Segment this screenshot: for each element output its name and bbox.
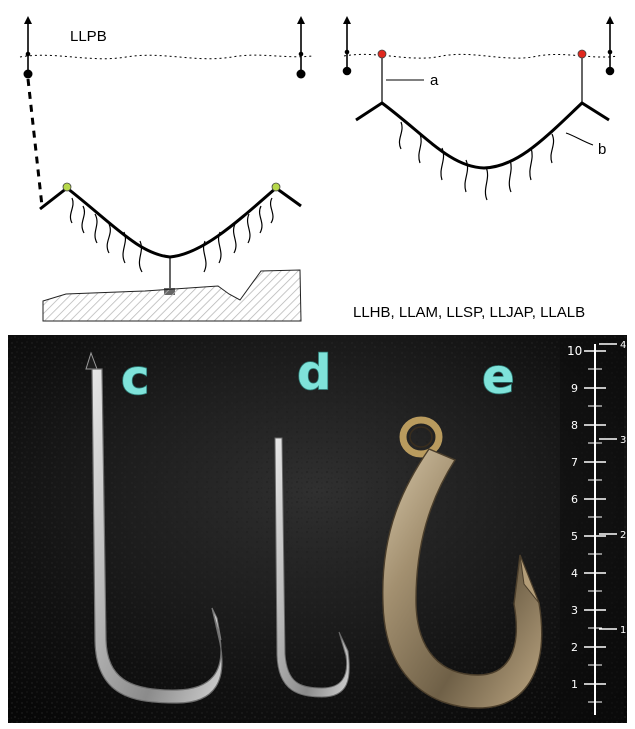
hook-label-d: d [297,345,331,401]
ruler-label-2: 2 [571,641,578,654]
float-node-icon [608,50,613,55]
float-buoy-icon [297,70,306,79]
ruler-band [560,338,624,720]
ruler-label-3: 3 [571,604,578,617]
hook-label-e: e [482,349,515,405]
ruler-inch-label-2: 2 [620,530,626,541]
ruler-label-7: 7 [571,456,578,469]
float-buoy-icon [606,67,615,76]
ruler-label-4: 4 [571,567,578,580]
ruler-inch-label-1: 1 [620,625,626,636]
label-a: a [430,72,439,89]
red-node-right [578,50,586,58]
hook-label-c: c [121,350,149,406]
float-node-icon [299,52,304,57]
ruler-inch-label-4: 4 [620,340,626,351]
ruler-label-10: 10 [567,344,582,358]
hook-photo-panel: 10 9 8 7 6 5 4 3 2 1 4 [8,335,627,723]
ruler: 10 9 8 7 6 5 4 3 2 1 4 [560,338,626,720]
ruler-label-6: 6 [571,493,578,506]
yellow-node-left [63,183,71,191]
ruler-label-8: 8 [571,419,578,432]
ruler-label-1: 1 [571,678,578,691]
float-node-icon [345,50,350,55]
ruler-inch-label-3: 3 [620,435,626,446]
red-node-left [378,50,386,58]
label-b: b [598,141,606,158]
diagram-title-llpb: LLPB [70,28,107,45]
species-codes: LLHB, LLAM, LLSP, LLJAP, LLALB [353,304,585,321]
float-buoy-icon [343,67,352,76]
ruler-label-9: 9 [571,382,578,395]
yellow-node-right [272,183,280,191]
ruler-label-5: 5 [571,530,578,543]
float-buoy-icon [24,70,33,79]
